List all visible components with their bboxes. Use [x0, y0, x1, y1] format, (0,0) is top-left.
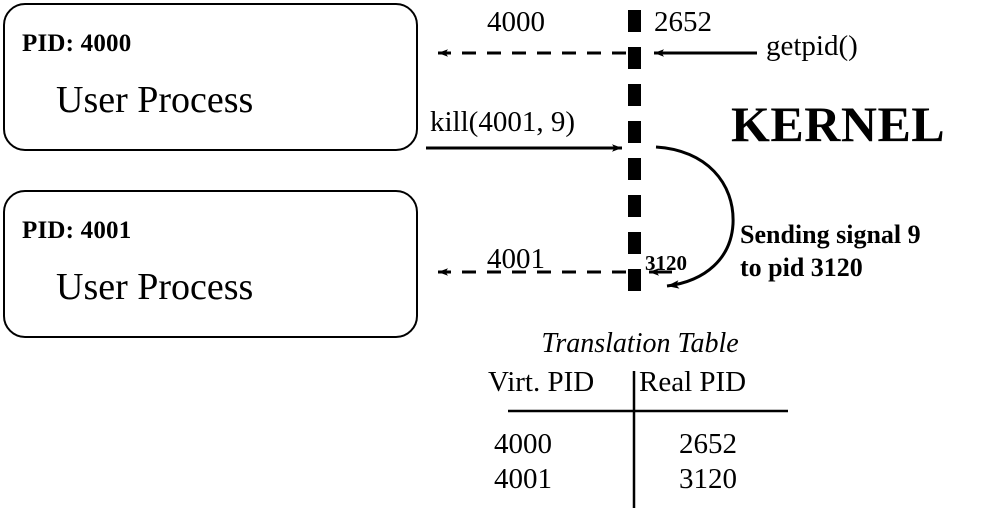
- table-cell: 3120: [679, 463, 737, 495]
- table-cell: 2652: [679, 428, 737, 460]
- label-real-pid-top: 2652: [654, 6, 712, 38]
- table-header-virt-pid: Virt. PID: [488, 366, 595, 398]
- process-title: User Process: [56, 266, 254, 308]
- user-process-box-4001: [3, 190, 418, 338]
- label-real-pid-bottom: 3120: [645, 251, 687, 275]
- process-pid-label: PID: 4001: [22, 217, 132, 244]
- label-getpid-syscall: getpid(): [766, 30, 858, 62]
- kernel-signal-note: Sending signal 9 to pid 3120: [740, 219, 921, 285]
- label-return-pid-top: 4000: [487, 6, 545, 38]
- kernel-signal-note-line2: to pid 3120: [740, 252, 863, 282]
- kernel-signal-note-line1: Sending signal 9: [740, 220, 921, 249]
- table-cell: 4001: [494, 463, 552, 495]
- process-pid-label: PID: 4000: [22, 30, 132, 57]
- process-title: User Process: [56, 79, 254, 121]
- label-return-pid-bottom: 4001: [487, 243, 545, 275]
- translation-table-caption: Translation Table: [541, 328, 739, 359]
- kernel-title: KERNEL: [731, 96, 946, 152]
- kernel-boundary-dashed-line-icon: [628, 10, 641, 302]
- user-process-box-4000: [3, 3, 418, 151]
- label-kill-syscall: kill(4001, 9): [430, 106, 575, 138]
- table-cell: 4000: [494, 428, 552, 460]
- table-header-real-pid: Real PID: [639, 366, 747, 398]
